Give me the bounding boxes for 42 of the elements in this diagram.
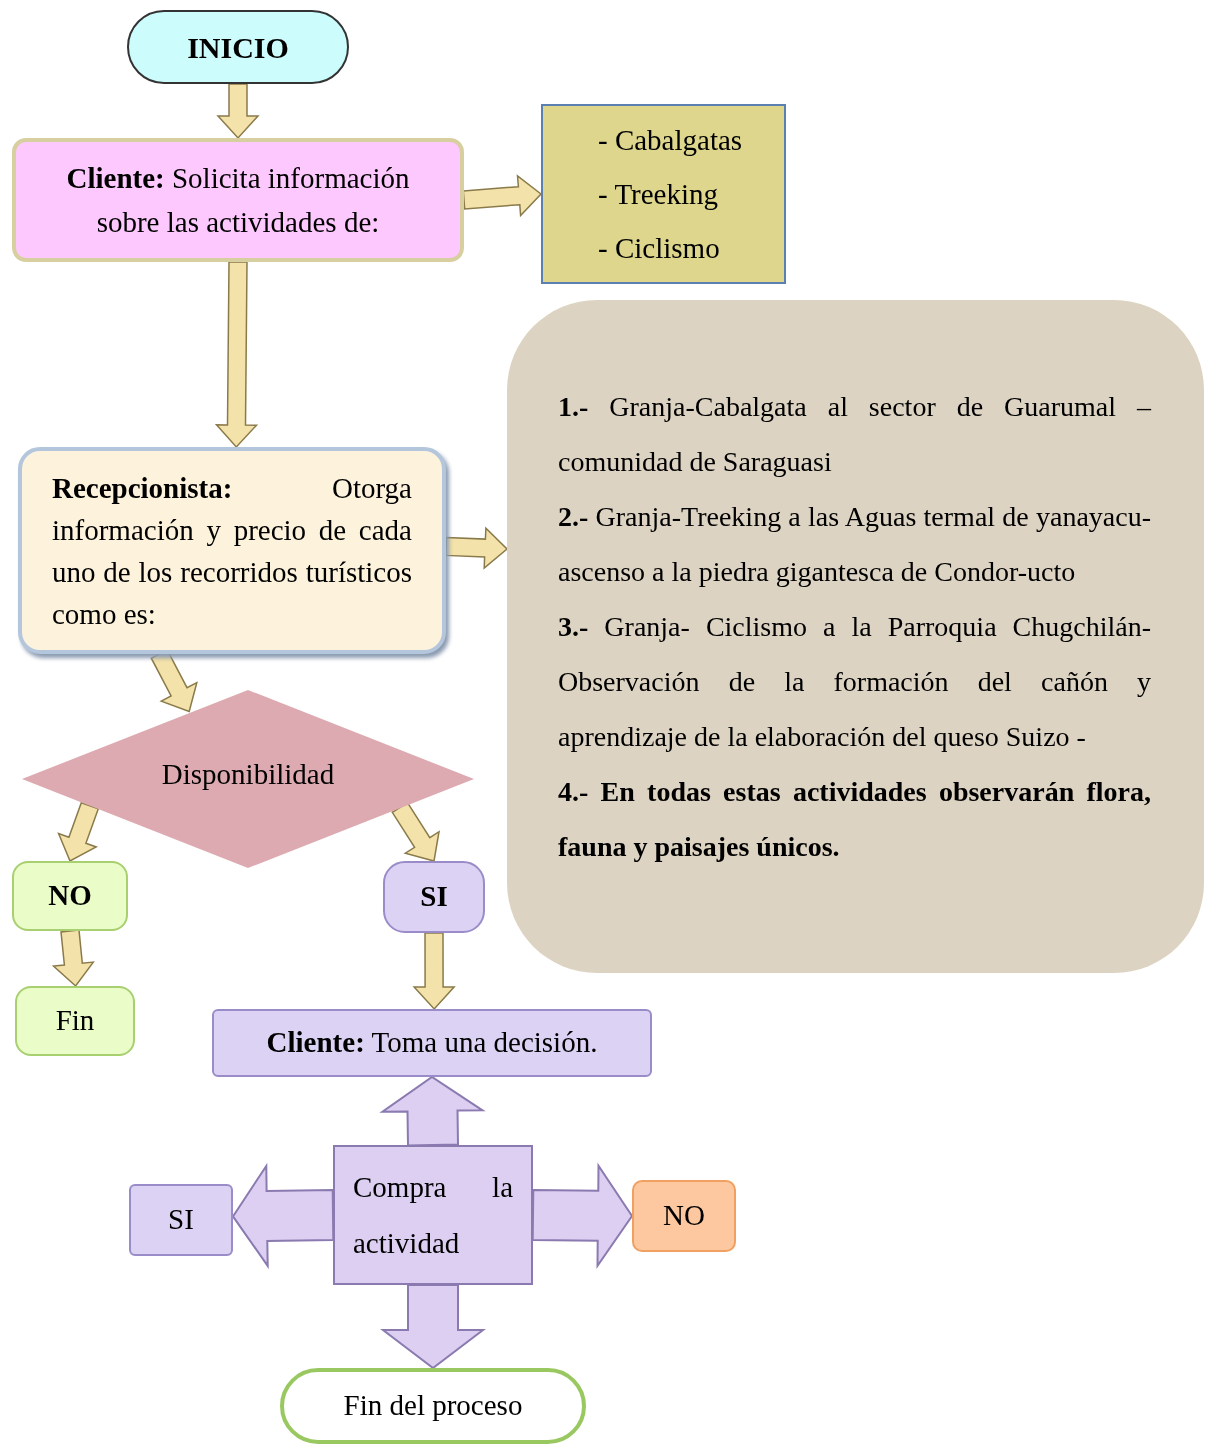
node-text: SI	[420, 879, 448, 915]
block-arrow	[391, 801, 441, 862]
block-arrow	[412, 932, 456, 1011]
node-text: 3.- Granja- Ciclismo a la Parroquia Chugchilán-Observación de la formación del cañón y aprendizaje de la elaboración del queso Suizo -	[558, 610, 1151, 754]
node-text: 1.- Granja-Cabalgata al sector de Guarumal – comunidad de Saraguasi	[558, 390, 1151, 479]
block-arrow	[462, 174, 543, 218]
node-text: NO	[663, 1198, 705, 1234]
block-arrow	[380, 1284, 486, 1370]
tour-list-panel	[507, 300, 1204, 973]
no-box	[12, 861, 128, 931]
activities-box	[541, 104, 786, 284]
no-box	[632, 1180, 736, 1252]
block-arrow	[531, 1162, 634, 1269]
node-text: Recepcionista: Otorga información y precio de cada uno de los recorridos turísticos como es:	[52, 470, 412, 632]
process-box	[18, 447, 446, 654]
node-text: - Cabalgatas	[598, 123, 744, 158]
block-arrow	[216, 83, 260, 140]
block-arrow	[379, 1075, 486, 1147]
node-text: SI	[168, 1202, 194, 1238]
yes-box	[383, 861, 485, 933]
node-text: Cliente: Toma una decisión.	[266, 1025, 598, 1061]
node-text: 4.- En todas estas actividades observarán flora, fauna y paisajes únicos.	[558, 775, 1151, 864]
decision-box	[333, 1145, 533, 1285]
block-arrow	[214, 261, 259, 449]
end-box	[15, 986, 135, 1056]
node-text: Disponibilidad	[161, 757, 335, 793]
node-text: 2.- Granja-Treeking a las Aguas termal de yanayacu-ascenso a la piedra gigantesca de Condor-ucto	[558, 500, 1151, 589]
node-text: Fin del proceso	[343, 1388, 523, 1424]
node-text: Compra la actividad	[353, 1170, 513, 1261]
block-arrow	[57, 801, 100, 863]
yes-box	[129, 1184, 233, 1256]
node-text: Fin	[55, 1003, 95, 1039]
node-text: - Treeking	[598, 177, 720, 212]
block-arrow	[51, 929, 95, 988]
process-box	[12, 138, 464, 262]
block-arrow	[444, 526, 509, 570]
node-text: - Ciclismo	[598, 231, 721, 266]
node-text: INICIO	[187, 29, 289, 66]
node-text: NO	[48, 878, 92, 914]
block-arrow	[231, 1162, 335, 1270]
node-text: Cliente: Solicita información sobre las actividades de:	[65, 161, 411, 240]
process-box	[212, 1009, 652, 1077]
